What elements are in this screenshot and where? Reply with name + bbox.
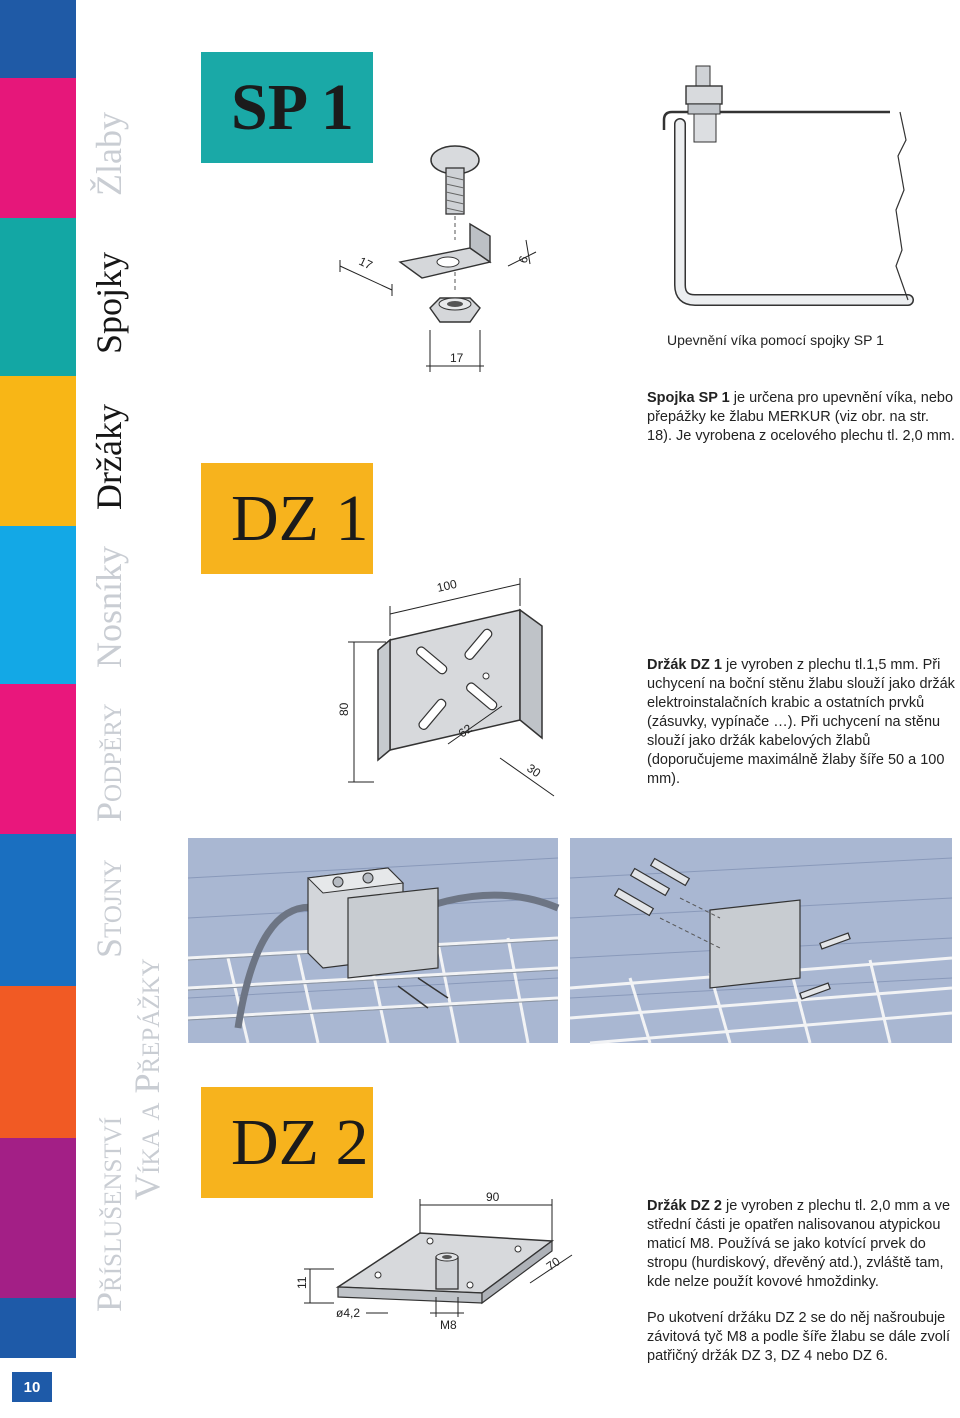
page-number: 10	[23, 1378, 41, 1396]
sidebar-strip-4	[0, 376, 76, 526]
dz2-description-2: Po ukotvení držáku DZ 2 se do něj našrou…	[647, 1310, 951, 1364]
sp1-caption: Upevnění víka pomocí spojky SP 1	[667, 332, 884, 348]
sp1-tag: SP 1	[201, 52, 373, 163]
sp1-dim-2: 6	[516, 254, 532, 265]
dz2-dim-nut: M8	[440, 1318, 457, 1332]
sidebar-strip-3	[0, 218, 76, 376]
sidebar-strip-5	[0, 526, 76, 684]
nav-spojky[interactable]: Spojky	[89, 251, 129, 354]
dz1-dim-height: 80	[337, 702, 351, 716]
dz2-description-text-1: je vyroben z plechu tl. 2,0 mm a ve stře…	[647, 1198, 951, 1290]
nav-podpery[interactable]: Podpěry	[89, 703, 129, 822]
dz2-description: Držák DZ 2 je vyroben z plechu tl. 2,0 m…	[647, 1197, 955, 1292]
sp1-dim-3: 17	[450, 351, 464, 365]
nav-drzaky[interactable]: Držáky	[89, 404, 129, 510]
nav-zlaby[interactable]: Žlaby	[89, 112, 129, 196]
dz1-drawing: 100 80 62 30	[337, 577, 555, 797]
sp1-assembly-drawing	[662, 65, 914, 306]
dz1-description-text: je vyroben z plechu tl.1,5 mm. Při uchyc…	[647, 657, 955, 787]
dz2-dim-hole: ø4,2	[336, 1306, 360, 1320]
sidebar-strip-8	[0, 986, 76, 1138]
sp1-dim-1: 17	[357, 254, 375, 272]
sp1-product-name: Spojka SP 1	[647, 390, 730, 406]
sidebar-strip-6	[0, 684, 76, 834]
dz2-tag: DZ 2	[201, 1087, 373, 1198]
dz1-tag: DZ 1	[201, 463, 373, 574]
sp1-description: Spojka SP 1 je určena pro upevnění víka,…	[647, 389, 955, 446]
sidebar-strip-7	[0, 834, 76, 986]
dz1-description: Držák DZ 1 je vyroben z plechu tl.1,5 mm…	[647, 656, 955, 789]
dz2-dim-depth: 70	[544, 1254, 563, 1273]
nav-vika-prepazky[interactable]: Víka a Přepážky	[127, 958, 167, 1200]
dz2-dim-thickness: 11	[295, 1276, 309, 1289]
nav-prislusenstvi[interactable]: Příslušenství	[89, 1116, 129, 1312]
sidebar-strip-9	[0, 1138, 76, 1298]
dz1-install-illustration-box	[187, 838, 560, 1044]
dz1-dim-width: 100	[436, 577, 459, 595]
nav-stojny[interactable]: Stojny	[89, 859, 129, 958]
sidebar-strip-1	[0, 0, 76, 78]
sp1-description-text: je určena pro upevnění víka, nebo přepáž…	[647, 390, 955, 444]
dz2-dim-width: 90	[486, 1190, 500, 1204]
nav-nosniky[interactable]: Nosníky	[89, 545, 129, 668]
page-number-box: 10	[12, 1372, 52, 1402]
dz1-product-name: Držák DZ 1	[647, 657, 722, 673]
dz2-product-name: Držák DZ 2	[647, 1198, 722, 1214]
sidebar-strip-10	[0, 1298, 76, 1358]
sidebar-strip-2	[0, 78, 76, 218]
dz2-install-illustration-wall	[569, 838, 953, 1045]
dz2-drawing: 90 70 11 ø4,2 M8	[295, 1190, 573, 1332]
sp1-exploded-drawing: 17 17 6	[339, 145, 537, 372]
